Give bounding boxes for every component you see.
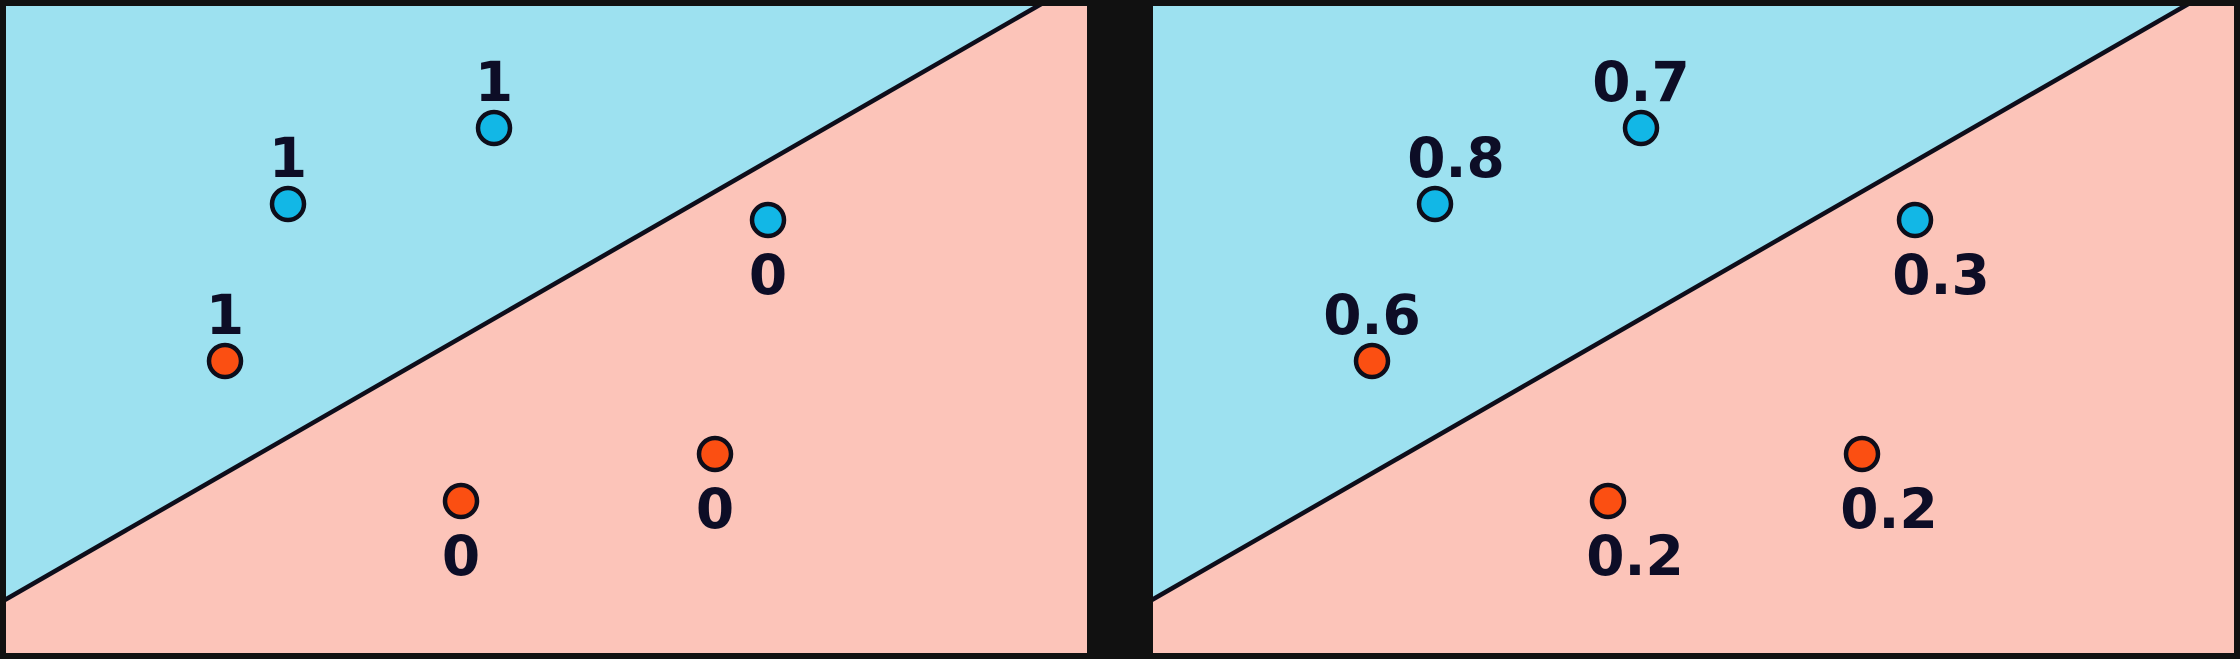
class-one-point — [1622, 109, 1660, 147]
point-label: 0.2 — [1586, 524, 1683, 588]
point-label: 0 — [696, 477, 734, 541]
class-one-point — [1896, 201, 1934, 239]
point-label: 0 — [442, 524, 480, 588]
class-zero-point — [696, 435, 734, 473]
points-group: 0.7 0.8 0.6 0.3 0.2 0.2 — [1323, 50, 1989, 588]
class-zero-point — [442, 482, 480, 520]
class-one-point — [749, 201, 787, 239]
decision-boundary-line — [1, 1, 1045, 603]
decision-boundary-line — [1148, 1, 2192, 603]
points-group: 1 1 1 0 0 0 — [206, 50, 787, 588]
panel-hard-labels: 1 1 1 0 0 0 — [0, 0, 1093, 659]
point-label: 1 — [206, 283, 244, 347]
panel-frame — [1147, 0, 2240, 659]
class-zero-region — [1150, 3, 2237, 656]
class-one-point — [269, 185, 307, 223]
point-label: 0 — [749, 243, 787, 307]
class-one-point — [1416, 185, 1454, 223]
point-label: 1 — [269, 126, 307, 190]
class-zero-point — [1353, 342, 1391, 380]
point-label: 0.7 — [1592, 50, 1689, 114]
point-label: 1 — [475, 50, 513, 114]
point-label: 0.6 — [1323, 283, 1420, 347]
class-zero-point — [206, 342, 244, 380]
panel-soft-probabilities: 0.7 0.8 0.6 0.3 0.2 0.2 — [1147, 0, 2240, 659]
point-label: 0.8 — [1407, 126, 1504, 190]
class-zero-region — [3, 3, 1090, 656]
point-label: 0.2 — [1840, 477, 1937, 541]
point-label: 0.3 — [1892, 243, 1989, 307]
panel-frame — [0, 0, 1093, 659]
class-one-point — [475, 109, 513, 147]
class-zero-point — [1843, 435, 1881, 473]
class-zero-point — [1589, 482, 1627, 520]
